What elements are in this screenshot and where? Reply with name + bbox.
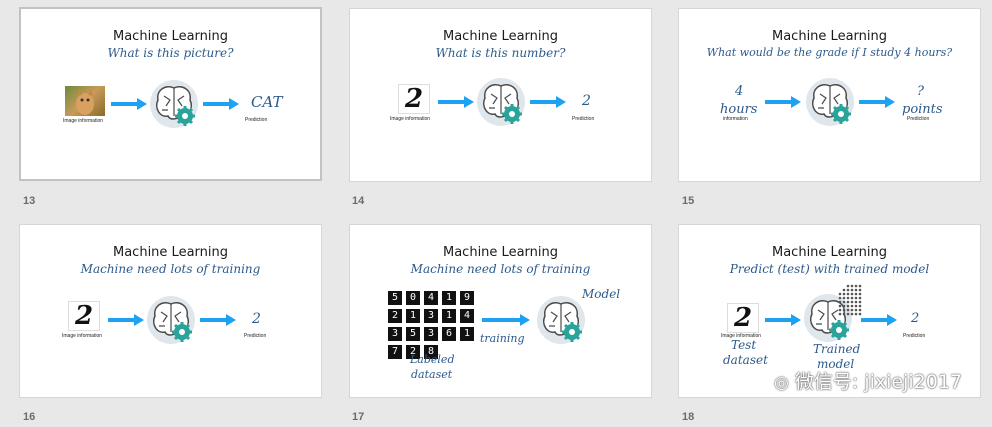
prediction-value: 2 <box>252 311 261 327</box>
digit-image: 2 <box>398 84 430 114</box>
test-label: Test <box>731 338 757 352</box>
test-label: dataset <box>723 353 768 367</box>
dataset-label: dataset <box>411 368 453 381</box>
arrow-icon <box>111 98 147 110</box>
arrow-icon <box>530 96 566 108</box>
brain-gear-icon <box>145 294 197 346</box>
dataset-digit-tile: 6 <box>442 327 456 341</box>
slide-title: Machine Learning <box>113 245 228 260</box>
dataset-digit-tile: 1 <box>442 309 456 323</box>
dataset-digit-tile: 3 <box>388 327 402 341</box>
arrow-icon <box>765 96 801 108</box>
dataset-digit-tile: 3 <box>424 327 438 341</box>
dataset-digit-tile: 3 <box>424 309 438 323</box>
dataset-dots-icon <box>838 284 862 316</box>
slide-title: Machine Learning <box>772 245 887 260</box>
input-caption: Image information <box>63 118 104 124</box>
digit-image: 2 <box>727 303 759 333</box>
arrow-icon <box>438 96 474 108</box>
prediction-value: 2 <box>911 311 920 326</box>
slide-18-thumbnail[interactable]: Machine Learning Predict (test) with tra… <box>678 224 981 398</box>
dataset-digit-tile: 4 <box>424 291 438 305</box>
prediction-value: CAT <box>251 93 283 111</box>
dataset-digit-tile: 7 <box>388 345 402 359</box>
input-caption: Image information <box>62 333 103 339</box>
input-caption: information <box>723 116 748 122</box>
slide-subtitle: Predict (test) with trained model <box>729 262 930 276</box>
arrow-icon <box>200 314 236 326</box>
cat-image <box>65 86 105 116</box>
slide-number: 17 <box>352 411 365 423</box>
brain-gear-icon <box>804 76 856 128</box>
slide-title: Machine Learning <box>443 245 558 260</box>
slide-subtitle: What would be the grade if I study 4 hou… <box>706 46 953 59</box>
output-caption: Prediction <box>572 116 595 122</box>
dataset-digit-tile: 1 <box>460 327 474 341</box>
dataset-digit-tile: 4 <box>460 309 474 323</box>
slide-14-thumbnail[interactable]: Machine Learning What is this number? 2 … <box>349 8 652 182</box>
dataset-digit-tile: 8 <box>424 345 438 359</box>
arrow-icon <box>203 98 239 110</box>
brain-gear-icon <box>148 78 200 130</box>
brain-gear-icon <box>475 76 527 128</box>
watermark-text: 微信号: jixieji2017 <box>794 371 962 393</box>
dataset-digit-tile: 2 <box>388 309 402 323</box>
arrow-icon <box>861 314 897 326</box>
input-unit: hours <box>720 102 758 117</box>
slide-subtitle: What is this number? <box>435 46 566 60</box>
dataset-digit-tile: 1 <box>406 309 420 323</box>
slide-13-thumbnail[interactable]: Machine Learning What is this picture? I… <box>19 7 322 181</box>
prediction-value: 2 <box>582 93 591 109</box>
arrow-label: training <box>480 332 525 345</box>
dataset-digit-tile: 0 <box>406 291 420 305</box>
cat-icon <box>76 89 94 115</box>
slide-16-thumbnail[interactable]: Machine Learning Machine need lots of tr… <box>19 224 322 398</box>
dataset-digit-tile: 5 <box>388 291 402 305</box>
model-label: Trained <box>813 342 861 356</box>
wechat-icon: ◎ <box>773 373 789 393</box>
output-unit: points <box>902 102 943 117</box>
output-caption: Prediction <box>907 116 930 122</box>
model-label: Model <box>582 287 621 301</box>
model-label: model <box>817 357 855 371</box>
arrow-icon <box>482 314 530 326</box>
slide-subtitle: Machine need lots of training <box>80 262 261 276</box>
slide-subtitle: Machine need lots of training <box>410 262 591 276</box>
prediction-value: ? <box>917 84 924 99</box>
output-caption: Prediction <box>245 117 268 123</box>
slide-title: Machine Learning <box>772 29 887 44</box>
input-value: 4 <box>735 84 744 99</box>
dataset-digit-tile: 9 <box>460 291 474 305</box>
input-caption: Image information <box>721 333 762 339</box>
slide-title: Machine Learning <box>443 29 558 44</box>
slide-title: Machine Learning <box>113 29 228 44</box>
slide-17-thumbnail[interactable]: Machine Learning Machine need lots of tr… <box>349 224 652 398</box>
input-caption: Image information <box>390 116 431 122</box>
slide-number: 15 <box>682 195 695 207</box>
slide-number: 14 <box>352 195 365 207</box>
output-caption: Prediction <box>903 333 926 339</box>
slide-number: 13 <box>23 195 36 207</box>
dataset-digit-tile: 1 <box>442 291 456 305</box>
slide-15-thumbnail[interactable]: Machine Learning What would be the grade… <box>678 8 981 182</box>
arrow-icon <box>765 314 801 326</box>
watermark: ◎ 微信号: jixieji2017 <box>774 367 962 394</box>
slide-number: 16 <box>23 411 36 423</box>
dataset-digit-tile: 2 <box>406 345 420 359</box>
slide-subtitle: What is this picture? <box>107 46 234 60</box>
digit-image: 2 <box>68 301 100 331</box>
output-caption: Prediction <box>244 333 267 339</box>
arrow-icon <box>859 96 895 108</box>
dataset-label: Labeled <box>410 353 455 366</box>
dataset-digit-tile: 5 <box>406 327 420 341</box>
slide-number: 18 <box>682 411 695 423</box>
brain-gear-icon <box>535 294 587 346</box>
arrow-icon <box>108 314 144 326</box>
